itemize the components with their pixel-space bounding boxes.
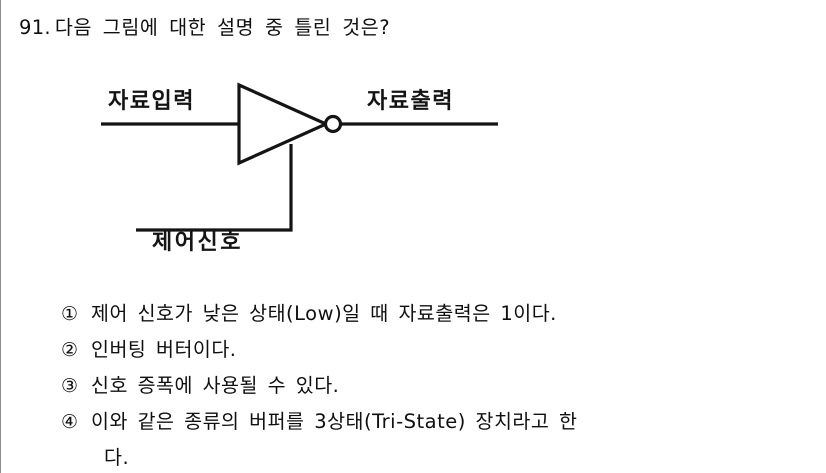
option-marker-3: ③ — [61, 375, 79, 397]
option-text-4-line2: 다. — [104, 446, 130, 469]
option-marker-1: ① — [61, 303, 79, 325]
option-text-1: 제어 신호가 낮은 상태(Low)일 때 자료출력은 1이다. — [91, 302, 557, 325]
answer-option-1[interactable]: ① 제어 신호가 낮은 상태(Low)일 때 자료출력은 1이다. — [61, 296, 821, 332]
option-text-4-line1: 이와 같은 종류의 버퍼를 3상태(Tri-State) 장치라고 한 — [91, 410, 578, 433]
answer-option-3[interactable]: ③ 신호 증폭에 사용될 수 있다. — [61, 368, 821, 404]
figure-label-control-signal: 제어신호 — [152, 230, 243, 255]
answer-options-list: ① 제어 신호가 낮은 상태(Low)일 때 자료출력은 1이다. ② 인버팅 … — [61, 296, 821, 473]
figure-label-data-output: 자료출력 — [367, 89, 454, 114]
question-text: 다음 그림에 대한 설명 중 틀린 것은? — [54, 16, 391, 39]
logic-gate-svg — [101, 82, 498, 232]
option-marker-4: ④ — [61, 411, 79, 433]
option-text-3: 신호 증폭에 사용될 수 있다. — [91, 374, 340, 397]
option-text-2: 인버팅 버터이다. — [91, 338, 237, 361]
inverter-bubble-icon — [323, 114, 343, 134]
option-marker-2: ② — [61, 339, 79, 361]
question-stem: 91.다음 그림에 대한 설명 중 틀린 것은? — [19, 14, 799, 42]
logic-gate-figure: 자료입력 자료출력 제어신호 — [1, 62, 561, 277]
answer-option-2[interactable]: ② 인버팅 버터이다. — [61, 332, 821, 368]
question-number: 91. — [19, 16, 51, 39]
figure-label-data-input: 자료입력 — [108, 89, 195, 114]
buffer-triangle-icon — [237, 82, 330, 166]
control-wire — [136, 144, 293, 232]
